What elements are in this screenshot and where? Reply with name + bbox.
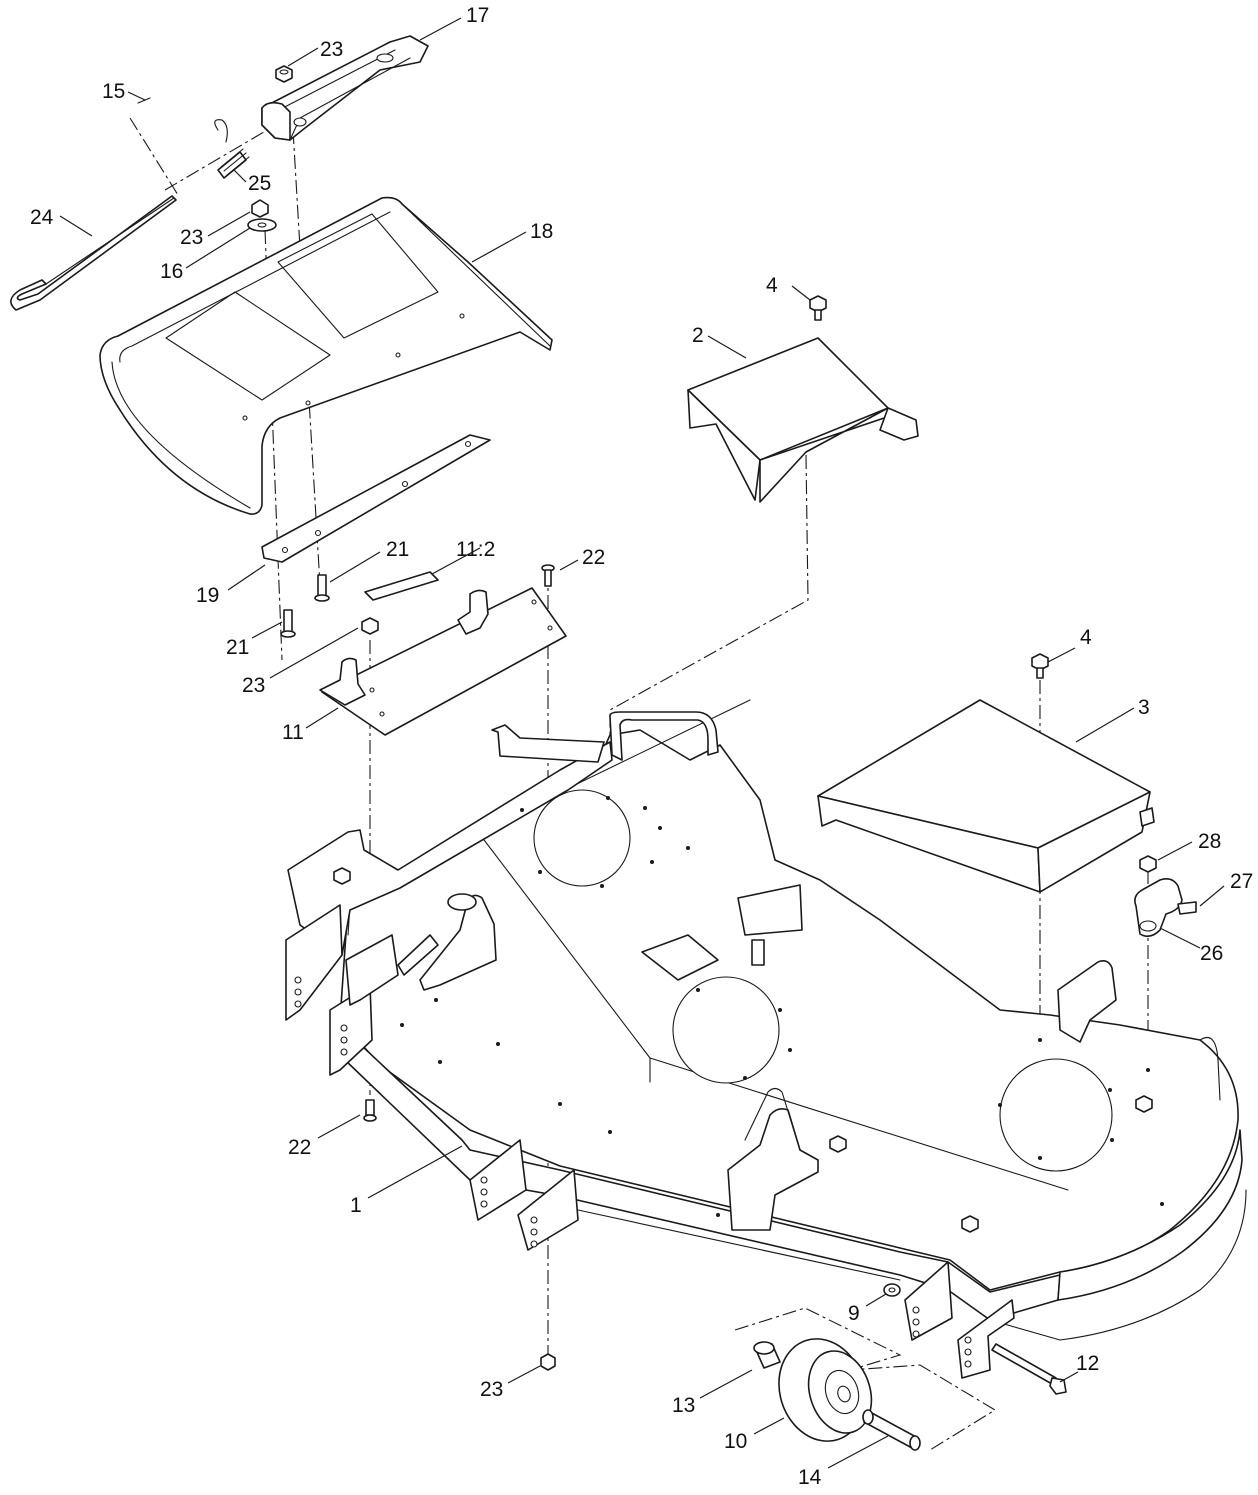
callout-labels: 17 23 15 25 24 23 16 18 4 2 19 21 11:2 2… (30, 4, 1253, 1489)
callout-21-top: 21 (386, 538, 409, 561)
part-27-fitting (1177, 901, 1197, 915)
callout-23-left: 23 (242, 674, 265, 697)
callout-1: 1 (350, 1194, 362, 1217)
callout-19: 19 (196, 584, 219, 607)
part-4-bolt-a (809, 295, 827, 321)
part-28-nut (1139, 855, 1157, 873)
part-18-shield (99, 196, 553, 515)
part-23-nut-bottom (540, 1353, 556, 1371)
part-24-rod (10, 195, 177, 311)
part-25-spring (214, 119, 250, 179)
part-16-washer (247, 218, 277, 232)
deck-surface-holes (400, 796, 1164, 1217)
part-23-nut-left (361, 617, 379, 635)
callout-24: 24 (30, 206, 54, 229)
part-11-mount-plate (319, 587, 567, 736)
callout-23-bottom: 23 (480, 1378, 503, 1401)
callout-11: 11 (282, 721, 304, 744)
callout-18: 18 (530, 220, 553, 243)
leader-lines (59, 17, 1225, 1469)
part-2-cover (687, 337, 919, 503)
callout-23-mid: 23 (180, 226, 203, 249)
part-21-bolt-b (280, 609, 296, 638)
part-15-pin (137, 97, 151, 104)
callout-15: 15 (102, 80, 125, 103)
callout-17: 17 (466, 4, 489, 27)
callout-2: 2 (692, 324, 704, 347)
callout-4-top: 4 (766, 274, 778, 297)
callout-4-right: 4 (1080, 626, 1092, 649)
callout-3: 3 (1138, 696, 1150, 719)
part-10-wheel (778, 1338, 873, 1442)
part-21-bolt-a (314, 574, 330, 602)
part-11-2-strip (364, 571, 439, 601)
callout-22-top: 22 (582, 546, 605, 569)
part-3-cover (817, 699, 1155, 893)
front-left-bracket-holes (480, 1176, 538, 1248)
part-13-bushing (753, 1341, 781, 1369)
part-19-plate (261, 434, 491, 563)
callout-14: 14 (798, 1466, 822, 1489)
part-23-nut-mid (251, 199, 269, 218)
part-1-deck (285, 699, 1247, 1379)
left-bracket-holes (294, 976, 348, 1056)
part-12-bolt (991, 1343, 1067, 1395)
part-14-axle (862, 1409, 921, 1451)
callout-27: 27 (1230, 870, 1253, 893)
callout-25: 25 (248, 172, 271, 195)
callout-28: 28 (1198, 830, 1221, 853)
callout-26: 26 (1200, 942, 1223, 965)
front-right-bracket-holes (912, 1306, 972, 1368)
callout-21-bottom: 21 (226, 636, 249, 659)
callout-10: 10 (724, 1430, 747, 1453)
part-4-bolt-b (1031, 653, 1049, 679)
callout-23-top: 23 (320, 38, 343, 61)
callout-13: 13 (672, 1394, 695, 1417)
callout-12: 12 (1076, 1352, 1099, 1375)
callout-22-bottom: 22 (288, 1136, 311, 1159)
callout-16: 16 (160, 260, 183, 283)
callout-11-2: 11:2 (456, 538, 495, 561)
part-22-bolt-top (541, 564, 555, 587)
part-23-nut-top (275, 65, 293, 83)
part-17-bracket (261, 35, 429, 141)
part-26-fitting (1134, 878, 1183, 938)
part-9-spacer (883, 1283, 901, 1297)
callout-9: 9 (848, 1302, 860, 1325)
part-22-bolt-bottom (363, 1099, 377, 1122)
